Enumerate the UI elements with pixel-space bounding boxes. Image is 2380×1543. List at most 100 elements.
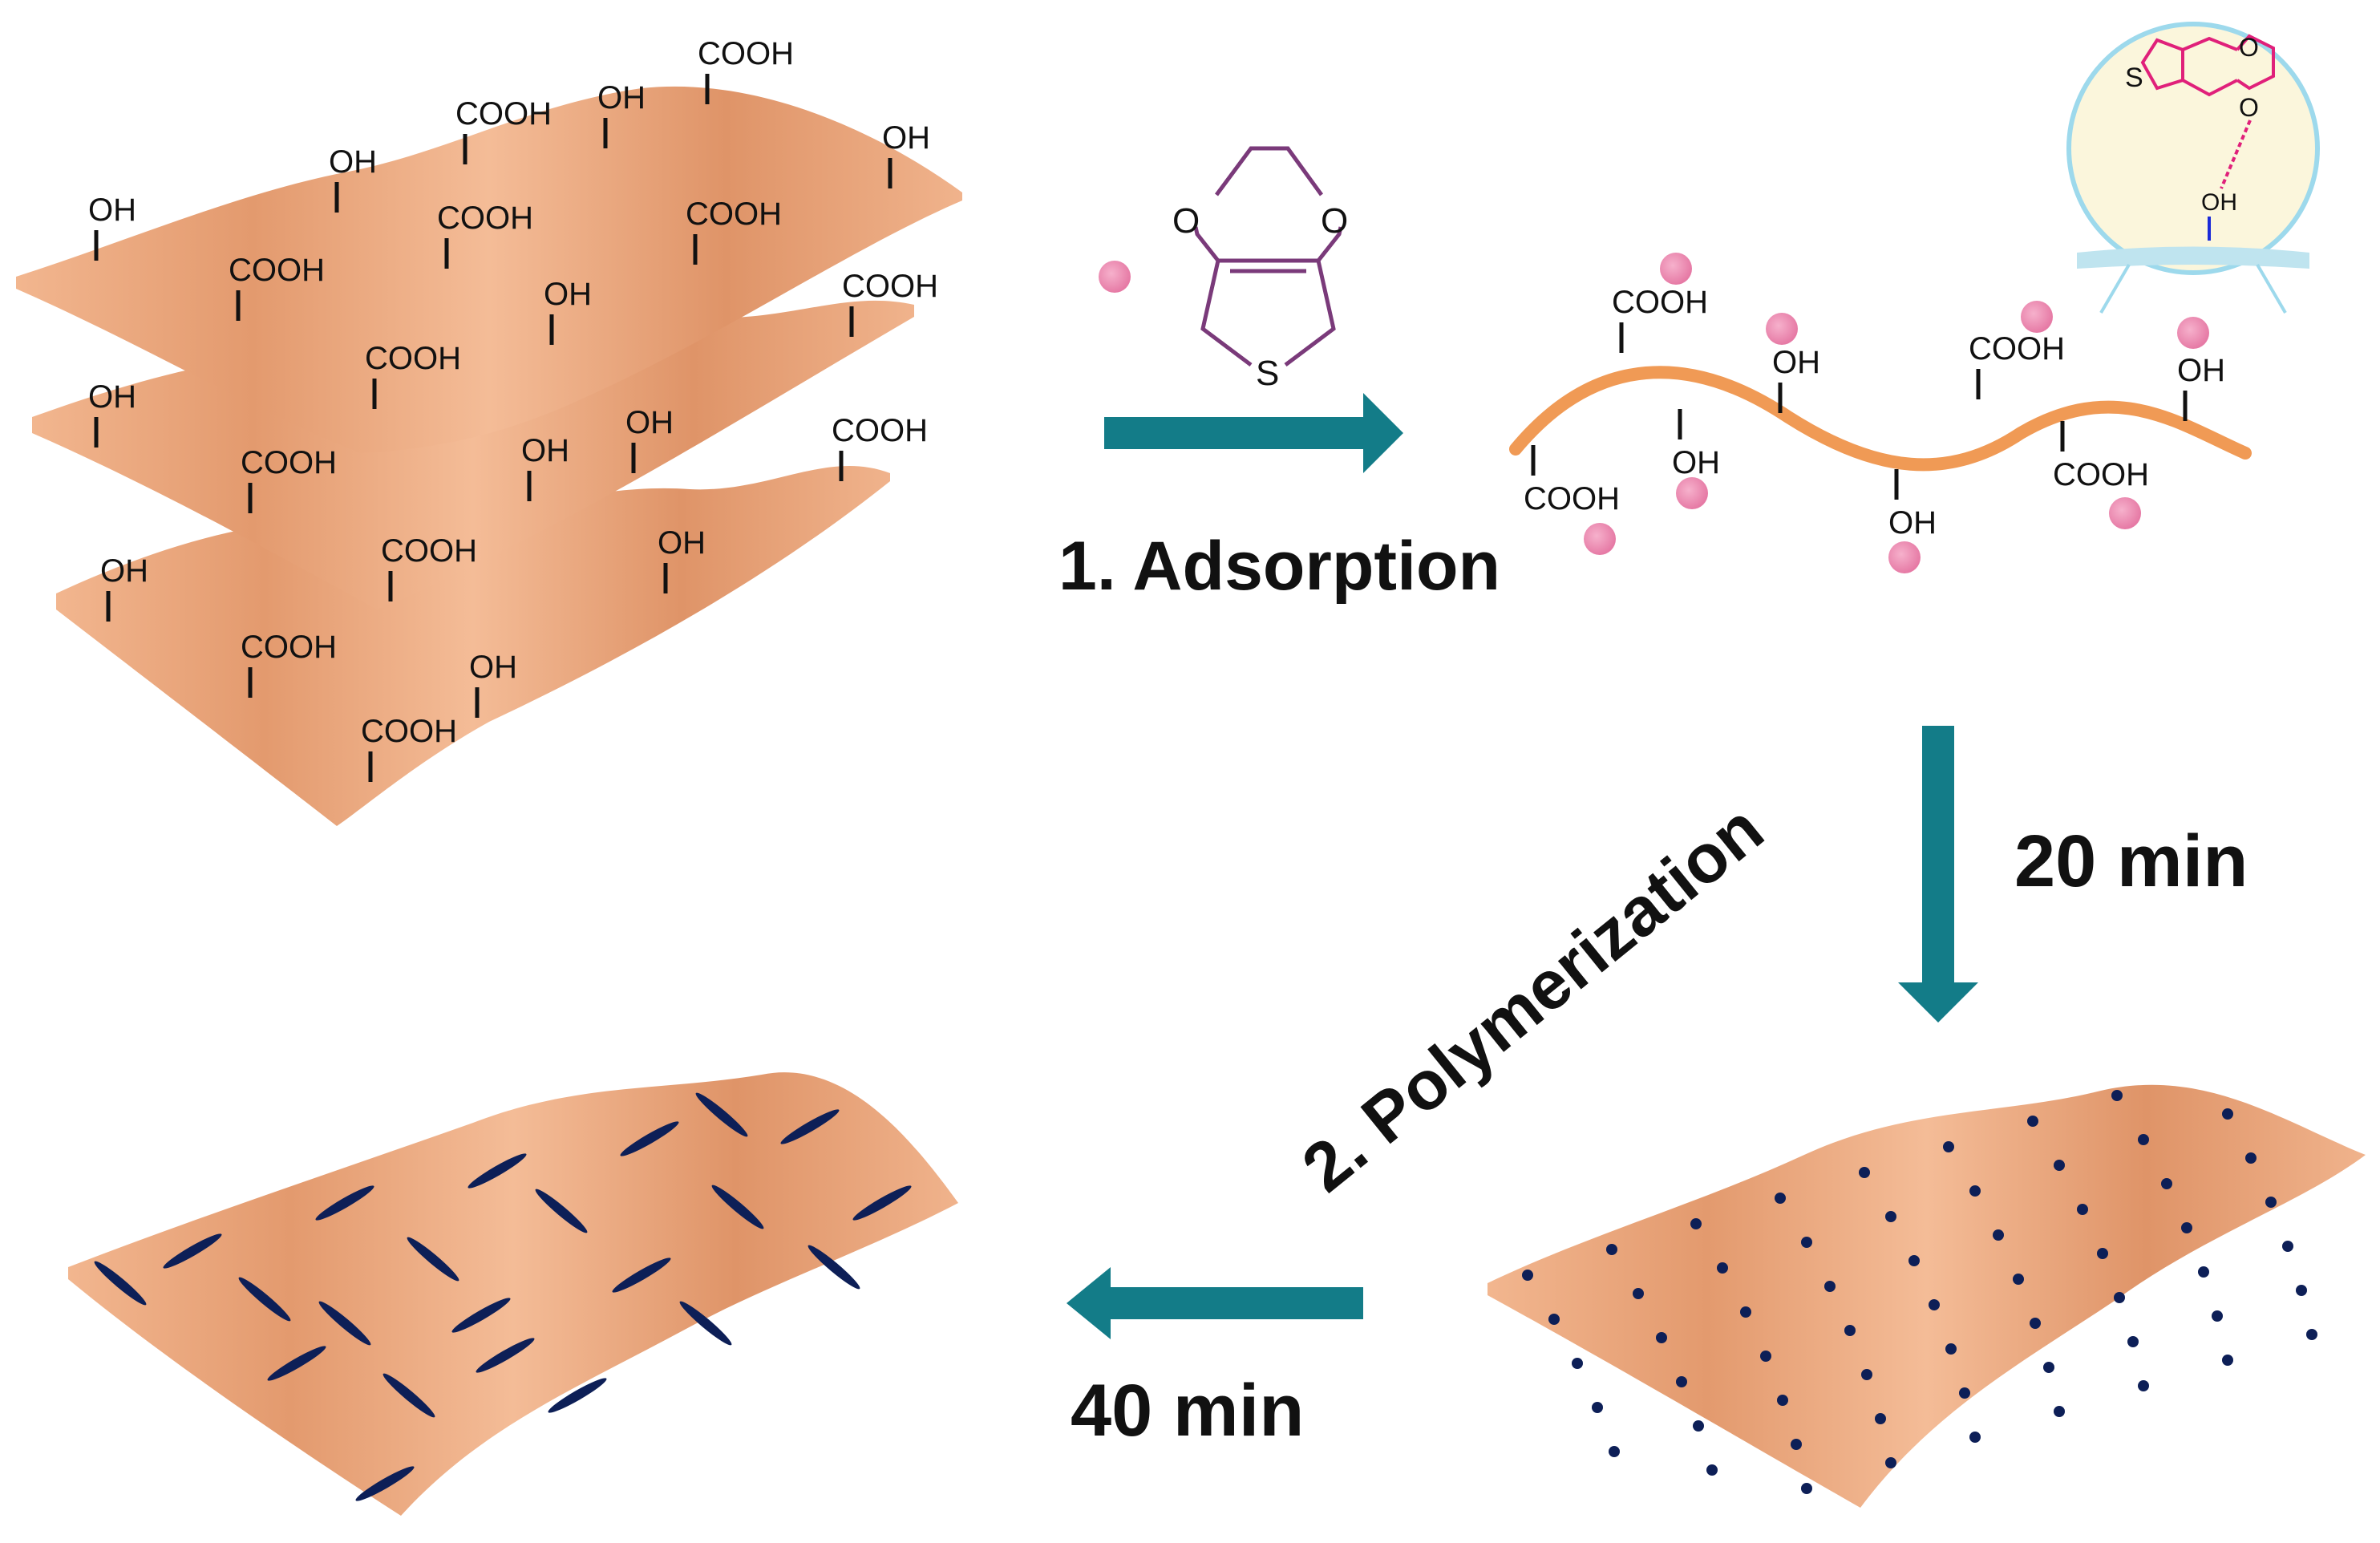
pedot-rod bbox=[695, 1092, 748, 1137]
pedot-nucleus-dot bbox=[1522, 1270, 1533, 1281]
pedot-rod bbox=[535, 1189, 588, 1233]
strand-line bbox=[1509, 366, 2252, 472]
hydroxyl-group-label: OH bbox=[88, 192, 136, 228]
functionalized-strand bbox=[1509, 366, 2252, 472]
pedot-nucleus-dot bbox=[2198, 1266, 2209, 1278]
pedot-rod bbox=[315, 1185, 374, 1221]
inset-circle bbox=[2066, 22, 2320, 275]
hydroxyl-group-label: OH bbox=[2177, 353, 2225, 388]
pedot-nucleus-dot bbox=[1740, 1306, 1751, 1318]
hydroxyl-group-label: OH bbox=[88, 379, 136, 415]
pedot-nucleus-dot bbox=[2027, 1116, 2038, 1127]
pedot-rod bbox=[407, 1237, 459, 1282]
pedot-nucleus-dot bbox=[2306, 1329, 2317, 1340]
carboxyl-group-label: COOH bbox=[381, 533, 477, 569]
pedot-nucleus-dot bbox=[1824, 1281, 1836, 1292]
pedot-rod bbox=[548, 1378, 607, 1413]
edot-hydroxyl-inset: S O O OH bbox=[2066, 22, 2320, 314]
monomer-dot bbox=[2109, 497, 2141, 529]
pedot-nucleus-dot bbox=[2030, 1318, 2041, 1329]
edot-oxygen-right: O bbox=[1321, 201, 1348, 241]
adsorption-arrow bbox=[1104, 393, 1403, 473]
pedot-rod bbox=[620, 1121, 679, 1156]
pedot-nucleus-dot bbox=[1959, 1387, 1970, 1399]
carboxyl-group-label: COOH bbox=[2053, 457, 2149, 492]
carboxyl-group-label: COOH bbox=[241, 445, 337, 480]
pedot-nucleus-dot bbox=[2077, 1204, 2088, 1215]
pedot-nucleus-dot bbox=[2296, 1285, 2307, 1296]
pedot-rod bbox=[267, 1346, 326, 1381]
pedot-rod bbox=[780, 1109, 840, 1144]
pedot-nucleus-dot bbox=[1801, 1237, 1812, 1248]
pedot-nucleus-dot bbox=[1656, 1332, 1667, 1343]
monomer-dot bbox=[1676, 477, 1708, 509]
pedot-rod bbox=[238, 1277, 291, 1322]
inset-oxygen-top: O bbox=[2239, 33, 2259, 62]
pedot-nucleus-dot bbox=[1693, 1420, 1704, 1432]
pedot-rod bbox=[476, 1338, 535, 1373]
pedot-nucleus-dot bbox=[1717, 1262, 1728, 1274]
pedot-rod bbox=[355, 1466, 415, 1501]
left-arrow bbox=[1067, 1267, 1363, 1339]
pedot-nucleus-dot bbox=[1875, 1413, 1886, 1424]
pedot-nucleus-dot bbox=[1690, 1218, 1702, 1229]
pedot-nuclei-layer bbox=[1522, 1090, 2317, 1494]
pedot-rod bbox=[468, 1153, 527, 1189]
down-arrow bbox=[1898, 726, 1978, 1023]
pedot-rod bbox=[612, 1257, 671, 1293]
monomer-dot bbox=[2021, 301, 2053, 333]
pedot-nucleus-dot bbox=[2282, 1241, 2293, 1252]
carboxyl-group-label: COOH bbox=[1524, 481, 1620, 516]
carboxyl-group-label: COOH bbox=[229, 253, 325, 288]
pedot-nucleus-dot bbox=[1801, 1483, 1812, 1494]
pedot-nucleus-dot bbox=[1861, 1369, 1872, 1380]
pedot-nucleus-dot bbox=[2054, 1160, 2065, 1171]
pedot-nucleus-dot bbox=[1609, 1446, 1620, 1457]
hydroxyl-group-label: OH bbox=[100, 553, 148, 589]
pedot-nucleus-dot bbox=[1777, 1395, 1788, 1406]
monomer-dot bbox=[2177, 317, 2209, 349]
pedot-nucleus-dot bbox=[1969, 1432, 1981, 1443]
pedot-nucleus-dot bbox=[1859, 1167, 1870, 1178]
pedot-nucleus-dot bbox=[2127, 1336, 2139, 1347]
pedot-nucleus-dot bbox=[2245, 1152, 2257, 1164]
hydroxyl-group-label: OH bbox=[469, 650, 517, 685]
carboxyl-group-label: COOH bbox=[1612, 285, 1708, 320]
pedot-nucleus-dot bbox=[1929, 1299, 1940, 1310]
carboxyl-group-label: COOH bbox=[1969, 331, 2065, 367]
pedot-rod bbox=[852, 1185, 912, 1221]
pedot-nucleus-dot bbox=[1706, 1464, 1718, 1476]
sheet-bottom bbox=[56, 465, 890, 826]
monomer-dot bbox=[1584, 523, 1616, 555]
adsorption-label: 1. Adsorption bbox=[1058, 528, 1500, 605]
pedot-nucleus-dot bbox=[1791, 1439, 1802, 1450]
hydroxyl-group-label: OH bbox=[1888, 505, 1937, 541]
pedot-nucleus-dot bbox=[2013, 1274, 2024, 1285]
pedot-nucleus-dot bbox=[1844, 1325, 1856, 1336]
pedot-nucleus-dot bbox=[1969, 1185, 1981, 1197]
pedot-nucleus-dot bbox=[2097, 1248, 2108, 1259]
pedot-nucleus-dot bbox=[1993, 1229, 2004, 1241]
pedot-nucleus-dot bbox=[2181, 1222, 2192, 1233]
stacked-oxidized-sheets bbox=[16, 86, 962, 826]
pedot-nucleus-dot bbox=[2222, 1355, 2233, 1366]
hydroxyl-group-label: OH bbox=[1772, 345, 1820, 380]
hydroxyl-group-label: OH bbox=[597, 80, 646, 115]
monomer-dot bbox=[1099, 261, 1131, 293]
pedot-nucleus-dot bbox=[1633, 1288, 1644, 1299]
pedot-nucleus-dot bbox=[1885, 1211, 1896, 1222]
hydroxyl-group-label: OH bbox=[625, 405, 674, 440]
carboxyl-group-label: COOH bbox=[698, 36, 794, 71]
pedot-rod bbox=[318, 1301, 371, 1346]
hydroxyl-group-label: OH bbox=[521, 433, 569, 468]
hydroxyl-group-label: OH bbox=[658, 525, 706, 561]
pedot-nucleus-dot bbox=[1908, 1255, 1920, 1266]
carboxyl-group-label: COOH bbox=[361, 714, 457, 749]
pedot-nucleus-dot bbox=[1548, 1314, 1560, 1325]
edot-oxygen-left: O bbox=[1172, 201, 1200, 241]
edot-sulfur: S bbox=[1256, 354, 1279, 393]
pedot-rod bbox=[451, 1298, 511, 1333]
carboxyl-group-label: COOH bbox=[455, 96, 552, 132]
time-20-label: 20 min bbox=[2014, 820, 2248, 902]
pedot-nucleus-dot bbox=[2138, 1134, 2149, 1145]
